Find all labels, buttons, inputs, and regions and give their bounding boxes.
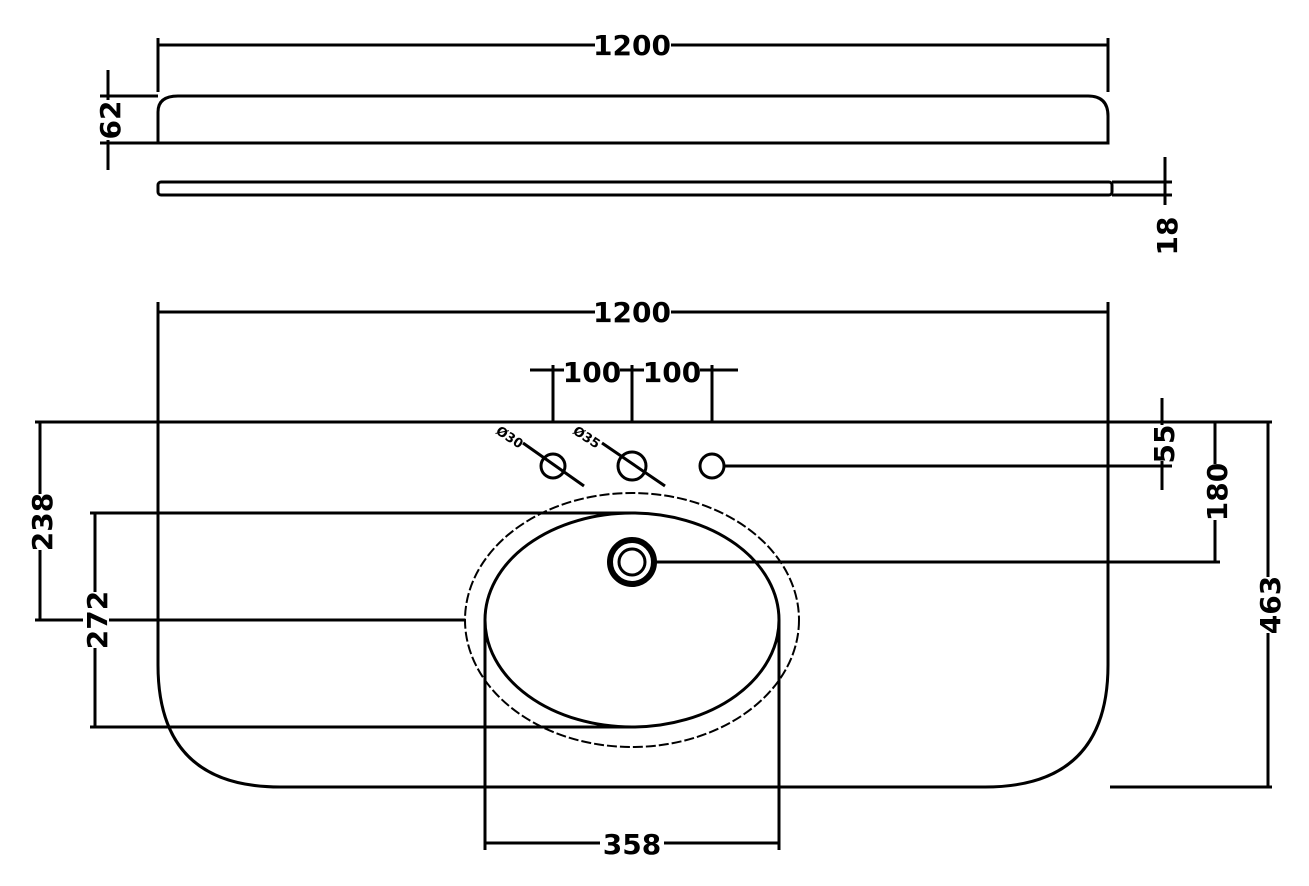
label-bg (1203, 464, 1229, 520)
hole-large-label: Ø35 (570, 424, 603, 452)
label-bg (1256, 577, 1282, 633)
label-bg (96, 100, 122, 140)
label-bg (595, 30, 671, 60)
basin-centre-label: 238 (26, 493, 59, 551)
basin-width-label: 358 (603, 828, 661, 861)
label-bg (600, 828, 664, 858)
basin-bowl (483, 511, 781, 729)
side-profile (156, 94, 1110, 145)
plan-width-label: 1200 (593, 296, 671, 329)
basin-length-label: 272 (81, 591, 114, 649)
edge-view: 18 (156, 157, 1184, 256)
hole-small-label: Ø30 (493, 424, 526, 452)
waste-offset-label: 180 (1201, 463, 1234, 521)
plan-view: 1200 100 100 Ø30 Ø35 55 180 463 (26, 296, 1287, 861)
label-bg (595, 297, 671, 327)
waste-outlet-inner (617, 547, 647, 577)
tap-hole-right (698, 452, 726, 480)
side-width-label: 1200 (593, 29, 671, 62)
edge-profile (156, 180, 1114, 197)
side-view: 1200 62 (94, 29, 1110, 170)
label-bg (564, 357, 620, 383)
label-bg (28, 494, 54, 550)
tap-spacing-right-label: 100 (643, 356, 701, 389)
hole-leader (522, 441, 585, 488)
label-bg (83, 592, 109, 648)
label-bg (1150, 425, 1176, 461)
hole-leader (601, 441, 666, 488)
waste-outlet (607, 537, 657, 587)
side-height-label: 62 (94, 101, 127, 140)
tap-spacing-left-label: 100 (563, 356, 621, 389)
plan-outline (156, 302, 1110, 789)
tap-hole-left (539, 452, 567, 480)
tap-offset-label: 55 (1148, 425, 1181, 464)
thickness-label: 18 (1151, 217, 1184, 256)
basin-outer-rim (464, 492, 800, 748)
label-bg (644, 357, 700, 383)
tap-hole-centre (616, 450, 648, 482)
depth-label: 463 (1254, 576, 1287, 634)
